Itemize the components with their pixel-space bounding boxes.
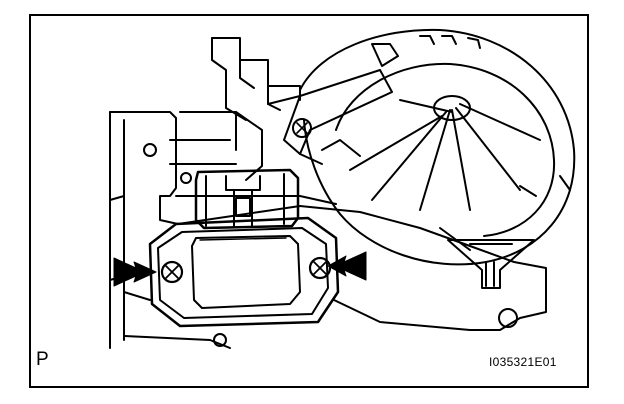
motor-bracket-arm [267,69,393,165]
bracket-screw [292,118,312,138]
screw-icon [160,260,184,284]
triangular-fin [447,239,535,289]
arrow-left-icon [327,251,367,281]
housing-left-wall [109,111,192,349]
screw-icon [308,256,332,280]
view-letter: P [36,349,49,370]
lower-housing [123,195,547,349]
resistor-connector [194,168,300,230]
arrow-right-icon [113,257,157,287]
figure-id: I035321E01 [489,355,557,369]
blower-fan-housing [299,28,576,266]
blower-resistor [148,216,340,328]
upper-bracket [169,37,301,181]
